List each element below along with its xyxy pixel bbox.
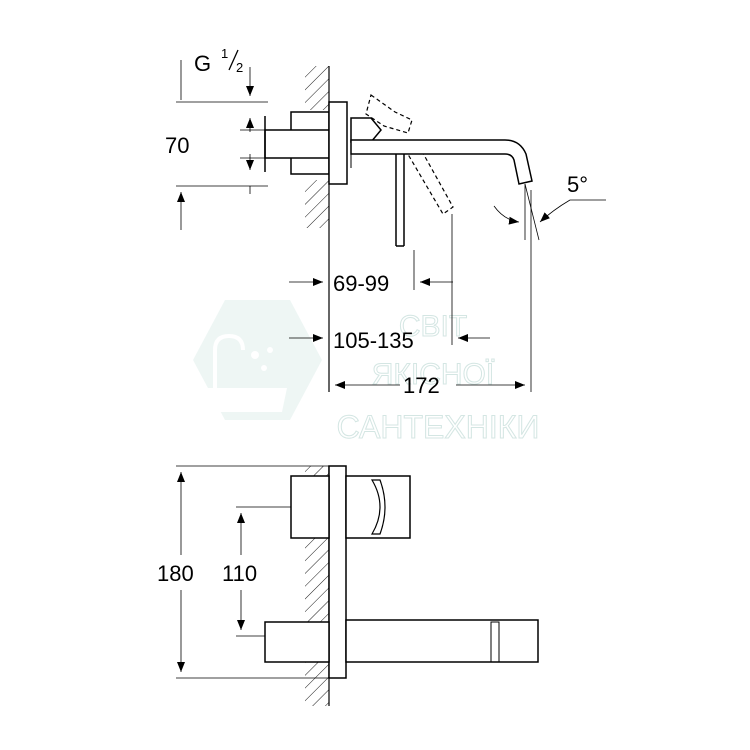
wall-hatch-top — [305, 66, 330, 392]
spout-front — [264, 619, 539, 663]
thread-dimension — [176, 60, 268, 230]
total-height-label: 180 — [157, 561, 194, 586]
watermark-line-2: ЯКІСНОЇ — [372, 358, 495, 391]
depth-69-99-dimension — [289, 250, 453, 290]
spout-length-label: 172 — [403, 373, 440, 398]
spout — [350, 139, 533, 185]
side-view: G 1 2 70 5° 69-99 105-135 — [165, 46, 606, 398]
thread-fraction-numerator: 1 — [221, 46, 228, 61]
cover-plate-front — [328, 465, 347, 679]
spout-length-dimension — [335, 190, 532, 392]
depth-69-99-label: 69-99 — [333, 271, 389, 296]
depth-105-135-label: 105-135 — [333, 328, 414, 353]
outlet-height-dimension — [236, 506, 291, 637]
total-height-dimension — [176, 465, 329, 679]
front-view: 180 110 — [157, 465, 539, 706]
outlet-height-label: 110 — [222, 561, 257, 586]
height-70-label: 70 — [165, 133, 189, 158]
watermark-line-3: САНТЕХНІКИ — [337, 409, 540, 445]
lever-handle — [350, 94, 454, 247]
cover-plate — [328, 101, 348, 185]
watermark: СВІТ ЯКІСНОЇ САНТЕХНІКИ — [193, 300, 540, 446]
watermark-logo-icon — [193, 300, 322, 420]
angle-label: 5° — [567, 172, 588, 197]
thread-label: G — [194, 51, 211, 76]
depth-105-135-dimension — [289, 214, 490, 345]
thread-fraction-denominator: 2 — [236, 60, 243, 75]
angle-dimension — [493, 183, 606, 241]
body-in-wall — [264, 111, 330, 175]
thread-fraction-slash — [228, 49, 239, 71]
handle-front — [290, 475, 411, 539]
watermark-line-1: СВІТ — [399, 310, 467, 343]
